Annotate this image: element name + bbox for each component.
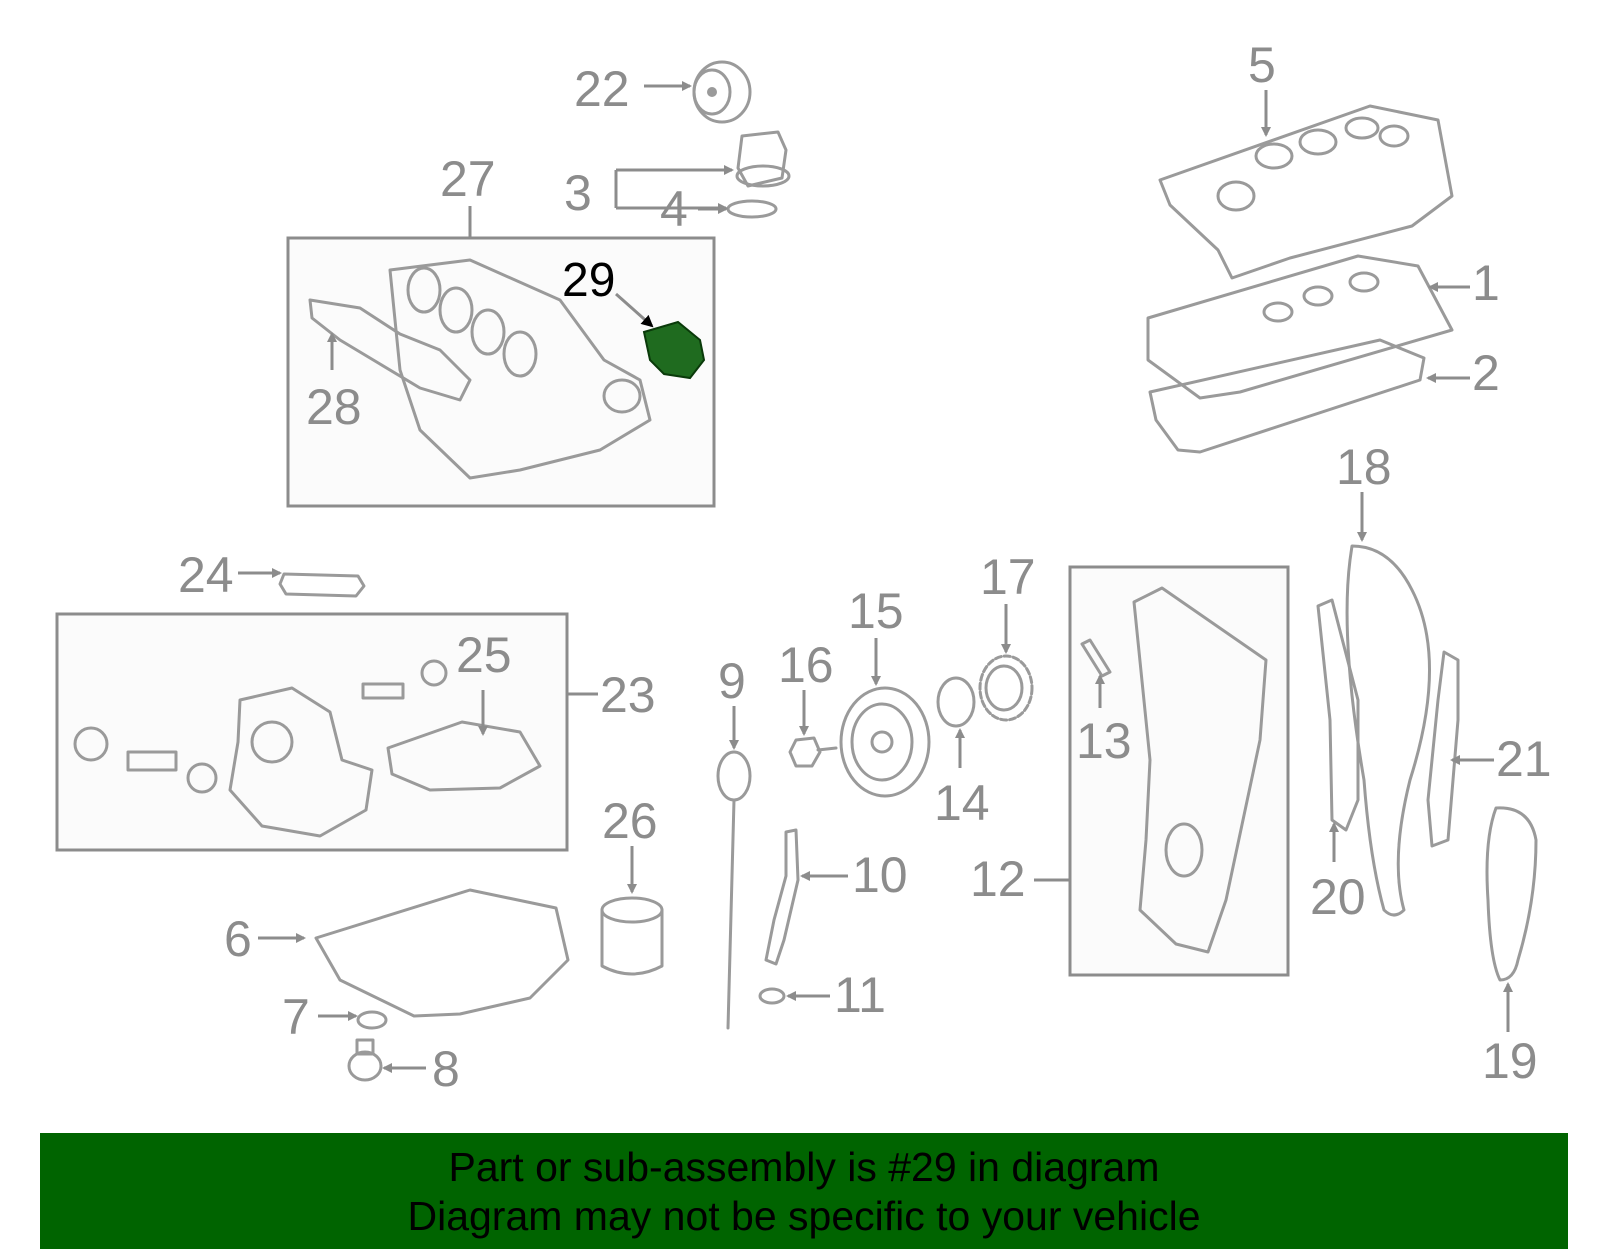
- label-25: 25: [456, 627, 512, 683]
- part-29-highlighted[interactable]: [642, 320, 706, 380]
- part-27-intake-manifold[interactable]: [388, 258, 652, 480]
- label-17: 17: [980, 549, 1036, 605]
- part-25-gasket[interactable]: [386, 720, 542, 792]
- label-24: 24: [178, 547, 234, 603]
- part-21-chain-guide[interactable]: [1426, 650, 1460, 848]
- label-16: 16: [778, 637, 834, 693]
- part-12-timing-cover[interactable]: [1132, 586, 1268, 954]
- label-15: 15: [848, 583, 904, 639]
- part-19-oil-pump-chain[interactable]: [1485, 806, 1538, 982]
- label-7: 7: [282, 989, 310, 1045]
- label-29: 29: [562, 254, 615, 307]
- label-5: 5: [1248, 37, 1276, 93]
- label-6: 6: [224, 911, 252, 967]
- part-22-pulley[interactable]: [692, 60, 752, 124]
- banner-line-part-number: Part or sub-assembly is #29 in diagram: [448, 1144, 1160, 1190]
- label-27: 27: [440, 151, 496, 207]
- label-19: 19: [1482, 1033, 1538, 1089]
- label-23: 23: [600, 667, 656, 723]
- label-9: 9: [718, 653, 746, 709]
- intake-manifold-box: [286, 236, 716, 508]
- label-11: 11: [834, 967, 886, 1023]
- label-3: 3: [564, 165, 592, 221]
- part-14-seal[interactable]: [936, 676, 976, 728]
- label-2: 2: [1472, 345, 1500, 401]
- part-26-oil-filter[interactable]: [600, 896, 664, 976]
- part-24-gasket[interactable]: [278, 572, 366, 598]
- label-1: 1: [1472, 255, 1500, 311]
- part-23-vacuum-pump[interactable]: [73, 659, 448, 838]
- label-4: 4: [660, 181, 688, 237]
- part-2-gasket[interactable]: [1148, 338, 1426, 454]
- label-8: 8: [432, 1041, 460, 1097]
- part-20-chain-tensioner-guide[interactable]: [1316, 598, 1360, 832]
- label-20: 20: [1310, 869, 1366, 925]
- part-17-sprocket[interactable]: [978, 654, 1034, 722]
- label-12: 12: [970, 851, 1026, 907]
- label-10: 10: [852, 847, 908, 903]
- timing-cover-box: [1068, 565, 1290, 977]
- part-18-timing-chain[interactable]: [1345, 544, 1431, 917]
- part-11-oring[interactable]: [758, 987, 786, 1005]
- label-21: 21: [1496, 731, 1552, 787]
- part-3-oil-cap[interactable]: [735, 130, 791, 188]
- label-13: 13: [1076, 713, 1132, 769]
- banner-line-disclaimer: Diagram may not be specific to your vehi…: [407, 1193, 1201, 1239]
- label-18: 18: [1336, 439, 1392, 495]
- label-14: 14: [934, 775, 990, 831]
- leader-lines: [238, 81, 1513, 1073]
- label-22: 22: [574, 61, 630, 117]
- info-banner: Part or sub-assembly is #29 in diagram D…: [40, 1133, 1568, 1249]
- label-28: 28: [306, 379, 362, 435]
- part-4-gasket[interactable]: [726, 199, 778, 219]
- part-8-drain-plug[interactable]: [347, 1038, 383, 1082]
- part-7-washer[interactable]: [356, 1010, 388, 1030]
- part-1-valve-cover[interactable]: [1146, 254, 1454, 400]
- part-6-oil-pan[interactable]: [314, 888, 570, 1018]
- label-26: 26: [602, 793, 658, 849]
- part-5-engine-cover[interactable]: [1158, 104, 1454, 280]
- part-15-crank-pulley[interactable]: [839, 686, 931, 798]
- part-12-cover-seal: [1164, 822, 1204, 878]
- part-16-bolt[interactable]: [788, 736, 838, 768]
- part-10-dipstick-guide[interactable]: [764, 828, 800, 966]
- part-9-dipstick[interactable]: [716, 750, 752, 1030]
- part-13-stud[interactable]: [1080, 638, 1112, 678]
